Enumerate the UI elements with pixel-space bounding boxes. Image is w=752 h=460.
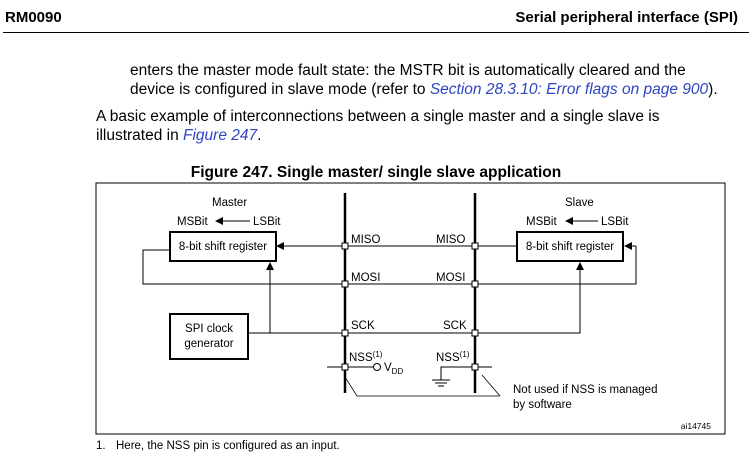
slave-msbit-label: MSBit <box>526 216 557 228</box>
nss-note-line1: Not used if NSS is managed <box>513 384 657 396</box>
figure-link[interactable]: Figure 247 <box>183 127 258 144</box>
slave-sck-label: SCK <box>443 320 467 332</box>
slave-lsbit-label: LSBit <box>601 216 629 228</box>
slave-shift-register <box>516 231 624 262</box>
master-label: Master <box>212 197 247 209</box>
slave-mosi-label: MOSI <box>436 272 465 284</box>
ground-icon <box>432 379 450 387</box>
clock-gen-line1: SPI clock <box>185 323 233 335</box>
paragraph-figure-intro: A basic example of interconnections betw… <box>96 107 736 145</box>
para2-line2-end: . <box>257 127 262 144</box>
slave-miso-label: MISO <box>436 234 465 246</box>
document-id: RM0090 <box>5 9 62 26</box>
master-lsbit-label: LSBit <box>253 216 281 228</box>
master-miso-label: MISO <box>351 234 380 246</box>
spi-clock-generator <box>169 313 249 360</box>
nss-ground-wire <box>440 366 472 380</box>
master-mosi-label: MOSI <box>351 272 380 284</box>
sck-to-slave-wire <box>478 272 581 334</box>
master-nss-label: NSS(1) <box>349 350 383 364</box>
footnote: 1. Here, the NSS pin is configured as an … <box>96 440 340 452</box>
figure-frame <box>95 182 726 435</box>
master-shift-register-label: 8-bit shift register <box>179 241 267 253</box>
section-link[interactable]: Section 28.3.10: Error flags on page 900 <box>429 81 709 98</box>
figure-id: ai14745 <box>681 421 712 431</box>
header-rule <box>3 32 749 33</box>
nss-note-line2: by software <box>513 399 572 411</box>
master-mosi-out <box>142 249 342 285</box>
slave-label: Slave <box>565 197 594 209</box>
section-title: Serial peripheral interface (SPI) <box>515 9 738 26</box>
mosi-to-slave-wire <box>478 246 637 285</box>
vdd-terminal <box>373 363 381 371</box>
para2-line2-start: illustrated in <box>96 127 184 144</box>
para1-line1: enters the master mode fault state: the … <box>130 62 686 79</box>
clock-gen-line2: generator <box>184 338 233 350</box>
figure-title: Figure 247. Single master/ single slave … <box>190 164 562 181</box>
slave-nss-label: NSS(1) <box>436 350 470 364</box>
master-msbit-label: MSBit <box>177 216 208 228</box>
para1-line2-start: device is configured in slave mode (refe… <box>130 81 430 98</box>
slave-shift-register-label: 8-bit shift register <box>526 241 614 253</box>
footnote-number: 1. <box>96 440 106 452</box>
vdd-label: VDD <box>384 362 403 376</box>
pin-markers <box>341 242 479 371</box>
footnote-text: Here, the NSS pin is configured as an in… <box>116 440 340 452</box>
note-pointer-master <box>344 376 500 397</box>
para1-line2-end: ). <box>708 81 718 98</box>
note-pointer-slave <box>481 374 501 397</box>
master-sck-label: SCK <box>351 320 375 332</box>
para2-line1: A basic example of interconnections betw… <box>96 108 660 125</box>
master-shift-register <box>169 231 277 262</box>
paragraph-nss-fault: enters the master mode fault state: the … <box>130 61 745 99</box>
